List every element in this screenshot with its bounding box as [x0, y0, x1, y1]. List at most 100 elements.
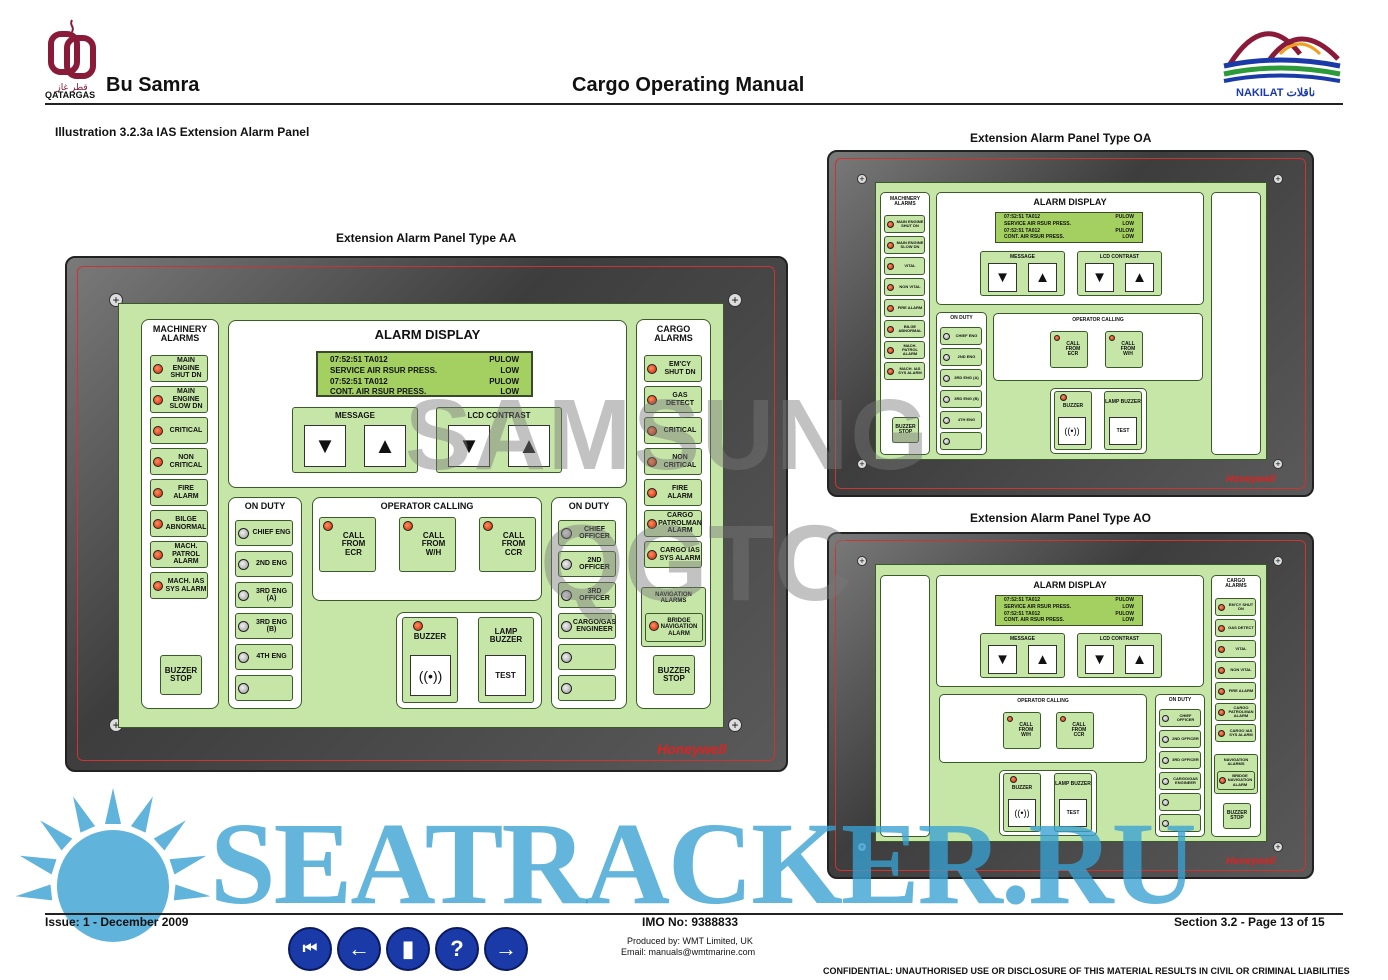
alarm-button[interactable]	[1159, 793, 1201, 811]
test-label: TEST	[1116, 428, 1130, 434]
alarm-button[interactable]: CRITICAL	[150, 417, 208, 444]
buzzer-speaker-icon[interactable]: ((•))	[1058, 417, 1086, 445]
buzzer-stop-button[interactable]: BUZZER STOP	[892, 417, 919, 443]
bridge-nav-label: BRIDGE NAVIGATION ALARM	[1227, 773, 1253, 787]
alarm-button[interactable]: CHIEF OFFICER	[1159, 709, 1201, 727]
alarm-button[interactable]: CARGO PATROLMAN ALARM	[644, 510, 702, 537]
arrow-up-icon: ▲	[1132, 269, 1147, 286]
alarm-label: 3RD ENG (B)	[954, 395, 979, 401]
alarm-button[interactable]: CHIEF OFFICER	[558, 520, 616, 546]
alarm-button[interactable]: FIRE ALARM	[1215, 682, 1256, 700]
alarm-label: 4TH ENG	[957, 416, 976, 422]
alarm-button[interactable]: 3RD ENG (B)	[235, 613, 293, 639]
alarm-button[interactable]: BILGE ABNORMAL	[884, 320, 925, 338]
alarm-button[interactable]: CHIEF ENG	[940, 327, 982, 345]
lamp-test-button[interactable]: TEST	[485, 655, 526, 696]
alarm-label: CARGO IAS SYS ALARM	[659, 547, 701, 562]
contrast-up-button[interactable]: ▲	[508, 425, 550, 467]
svg-text:قطر غاز: قطر غاز	[55, 83, 87, 93]
alarm-button[interactable]: 2ND ENG	[940, 348, 982, 366]
buzzer-led	[413, 621, 423, 631]
status-led	[1218, 729, 1225, 737]
honeywell-brand: Honeywell	[1226, 474, 1276, 485]
alarm-button[interactable]: MACH. IAS SYS ALARM	[884, 362, 925, 380]
on-duty-title: ON DUTY	[950, 315, 973, 321]
operator-calling-title: OPERATOR CALLING	[1072, 317, 1124, 323]
status-led	[1218, 666, 1225, 674]
lamp-test-button[interactable]: TEST	[1109, 417, 1137, 445]
nav-first-button[interactable]: ⏮	[288, 927, 332, 971]
lamp-test-button[interactable]: TEST	[1059, 799, 1087, 827]
status-led	[887, 283, 894, 291]
contrast-up-button[interactable]: ▲	[1125, 263, 1154, 292]
alarm-button[interactable]	[1159, 814, 1201, 832]
message-down-button[interactable]: ▼	[988, 645, 1017, 674]
blank-section	[1211, 192, 1261, 455]
message-up-button[interactable]: ▲	[1028, 645, 1057, 674]
alarm-button[interactable]: 3RD ENG (A)	[940, 369, 982, 387]
alarm-button[interactable]: CARGO/GAS ENGINEER	[1159, 772, 1201, 790]
status-led	[238, 620, 249, 632]
lcd-status: PULOW	[1115, 227, 1134, 234]
nakilat-logo-text: NAKILAT ناقلات	[1236, 87, 1316, 99]
operator-calling-section: OPERATOR CALLING	[993, 313, 1203, 381]
alarm-button[interactable]: VITAL	[1215, 640, 1256, 658]
navigation-alarms-label: NAVIGATION ALARMS	[655, 592, 692, 605]
call-led	[483, 521, 493, 531]
alarm-button[interactable]: VITAL	[884, 257, 925, 275]
alarm-button[interactable]: MACH. PATROL ALARM	[150, 541, 208, 568]
alarm-button[interactable]: 3RD ENG (B)	[940, 390, 982, 408]
alarm-button[interactable]: 2ND ENG	[235, 551, 293, 577]
screw-icon: +	[1273, 459, 1283, 469]
status-led	[238, 558, 249, 570]
contrast-up-button[interactable]: ▲	[1125, 645, 1154, 674]
alarm-button[interactable]: 3RD OFFICER	[1159, 751, 1201, 769]
nav-next-button[interactable]: →	[484, 927, 528, 971]
alarm-display-title: ALARM DISPLAY	[1033, 197, 1107, 207]
qgtc-watermark: QGTC	[540, 502, 852, 623]
status-led	[238, 527, 249, 539]
contrast-down-button[interactable]: ▼	[1085, 645, 1114, 674]
buzzer-stop-button[interactable]: BUZZER STOP	[653, 655, 695, 695]
alarm-button[interactable]: NON VITAL	[1215, 661, 1256, 679]
contrast-down-button[interactable]: ▼	[448, 425, 490, 467]
alarm-button[interactable]: 2ND OFFICER	[558, 551, 616, 577]
alarm-button[interactable]: GAS DETECT	[1215, 619, 1256, 637]
screw-icon: +	[728, 293, 742, 307]
alarm-button[interactable]: CARGO IAS SYS ALARM	[1215, 724, 1256, 742]
alarm-display-section: ALARM DISPLAY	[936, 192, 1204, 305]
message-down-button[interactable]: ▼	[304, 425, 346, 467]
alarm-label: MAIN ENGINE SHUT DN	[896, 218, 924, 228]
nav-help-button[interactable]: ?	[435, 927, 479, 971]
message-down-button[interactable]: ▼	[988, 263, 1017, 292]
alarm-button[interactable]: 4TH ENG	[235, 644, 293, 670]
alarm-button[interactable]: CARGO PATROLMAN ALARM	[1215, 703, 1256, 721]
alarm-button[interactable]: MACH. PATROL ALARM	[884, 341, 925, 359]
buzzer-speaker-icon[interactable]: ((•))	[1008, 799, 1036, 827]
alarm-button[interactable]: MAIN ENGINE SHUT DN	[884, 215, 925, 233]
on-duty-title: ON DUTY	[244, 501, 286, 511]
message-up-button[interactable]: ▲	[1028, 263, 1057, 292]
buzzer-speaker-icon[interactable]: ((•))	[410, 655, 451, 696]
message-up-button[interactable]: ▲	[364, 425, 406, 467]
status-led	[153, 487, 163, 498]
alarm-button[interactable]: 2ND OFFICER	[1159, 730, 1201, 748]
alarm-label: 2ND ENG	[255, 560, 288, 568]
alarm-label: MACH. IAS SYS ALARM	[165, 578, 207, 593]
operator-calling-section: OPERATOR CALLING	[939, 694, 1147, 763]
alarm-button[interactable]: EM'CY SHUT DN	[1215, 598, 1256, 616]
alarm-button[interactable]: NON VITAL	[884, 278, 925, 296]
alarm-button[interactable]: MAIN ENGINE SLOW DN	[884, 236, 925, 254]
contrast-down-button[interactable]: ▼	[1085, 263, 1114, 292]
alarm-button[interactable]	[940, 432, 982, 450]
arrow-up-icon: ▲	[518, 433, 540, 458]
alarm-button[interactable]: FIRE ALARM	[884, 299, 925, 317]
buzzer-stop-button[interactable]: BUZZER STOP	[160, 655, 202, 695]
alarm-label: 2ND OFFICER	[579, 556, 610, 571]
nav-back-button[interactable]: ←	[337, 927, 381, 971]
nav-bookmark-button[interactable]: ▮	[386, 927, 430, 971]
buzzer-stop-button[interactable]: BUZZER STOP	[1223, 803, 1251, 829]
alarm-button[interactable]: 4TH ENG	[940, 411, 982, 429]
panel-ao-border	[835, 540, 1306, 871]
alarm-display-title: ALARM DISPLAY	[374, 327, 481, 342]
